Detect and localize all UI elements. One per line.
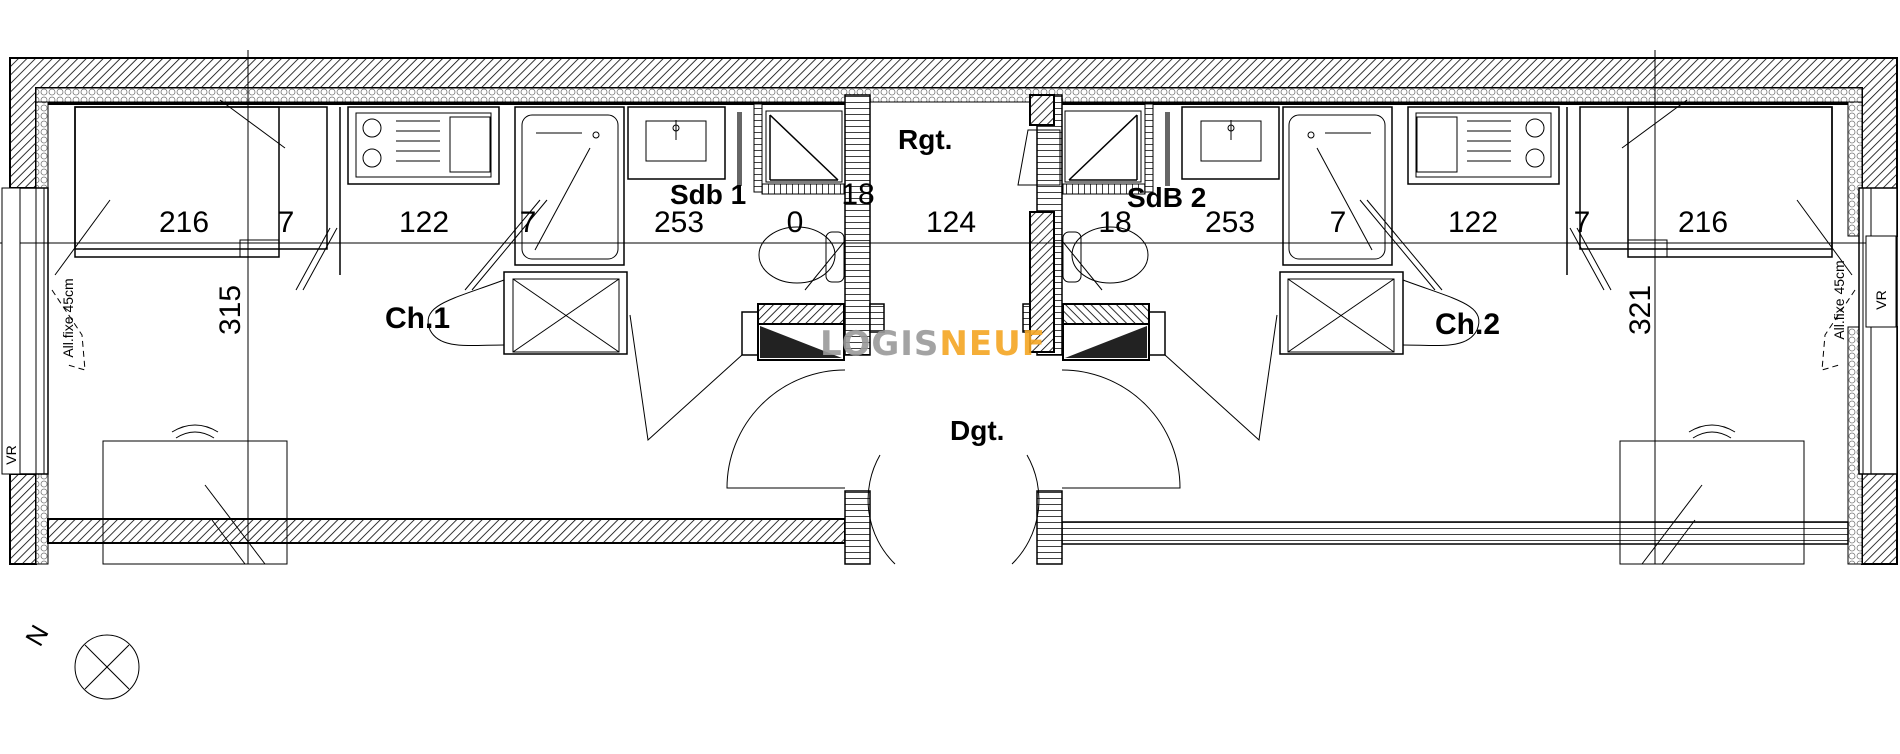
dimension-height-left: 315 [214, 285, 247, 335]
shutter-label-right: VR [1873, 290, 1889, 309]
wall-interior-right [1062, 102, 1848, 105]
central-partition [1029, 94, 1055, 126]
dimension: 0 [787, 206, 804, 239]
dimension-height-right: 321 [1624, 285, 1657, 335]
room-label-rgt: Rgt. [898, 124, 952, 155]
insulation-top [35, 87, 1863, 103]
dimension: 7 [278, 206, 295, 239]
dimension: 253 [1205, 206, 1255, 239]
shutter-box-left [1, 187, 21, 475]
central-partition-lower [1029, 211, 1055, 353]
insulation-left [35, 101, 49, 189]
dimension: 122 [399, 206, 449, 239]
shutter-box-right [1865, 235, 1897, 328]
dimension: 7 [1330, 206, 1347, 239]
dimension: 122 [1448, 206, 1498, 239]
logo-part1: LOGIS [820, 324, 939, 364]
room-label-dgt: Dgt. [950, 415, 1004, 446]
bottom-wall-left [47, 518, 846, 544]
dimension: 253 [654, 206, 704, 239]
window-label-left: All.fixe 45cm [60, 278, 76, 357]
logo-part2: NEUF [939, 324, 1046, 364]
room-label-sdb2: SdB 2 [1127, 182, 1206, 213]
compass-north-label: N [19, 620, 54, 651]
bottom-wall-right [1061, 521, 1849, 545]
dimension-row: 216 7 122 7 253 0 18 124 18 253 7 122 7 … [159, 178, 1728, 239]
dimension: 18 [841, 178, 874, 211]
dimension: 18 [1098, 206, 1131, 239]
dimension: 7 [1574, 206, 1591, 239]
dimension: 124 [926, 206, 976, 239]
room-label-sdb1: Sdb 1 [670, 179, 746, 210]
dimension: 216 [1678, 206, 1728, 239]
window-label-right: All.fixe 45cm [1831, 260, 1847, 339]
shutter-label-left: VR [3, 445, 19, 464]
wall-interior-left [48, 102, 845, 105]
rgt-door [1017, 129, 1061, 186]
exterior-wall-left-lower [9, 473, 37, 565]
room-label-ch2: Ch.2 [1435, 308, 1500, 341]
room-label-ch1: Ch.1 [385, 302, 450, 335]
insulation-left-lower [35, 473, 49, 565]
logo-watermark: LOGISNEUF [820, 324, 1046, 364]
unit-left-fixtures [9, 94, 896, 565]
compass-icon [74, 634, 140, 700]
dimension: 216 [159, 206, 209, 239]
dimension: 7 [520, 206, 537, 239]
